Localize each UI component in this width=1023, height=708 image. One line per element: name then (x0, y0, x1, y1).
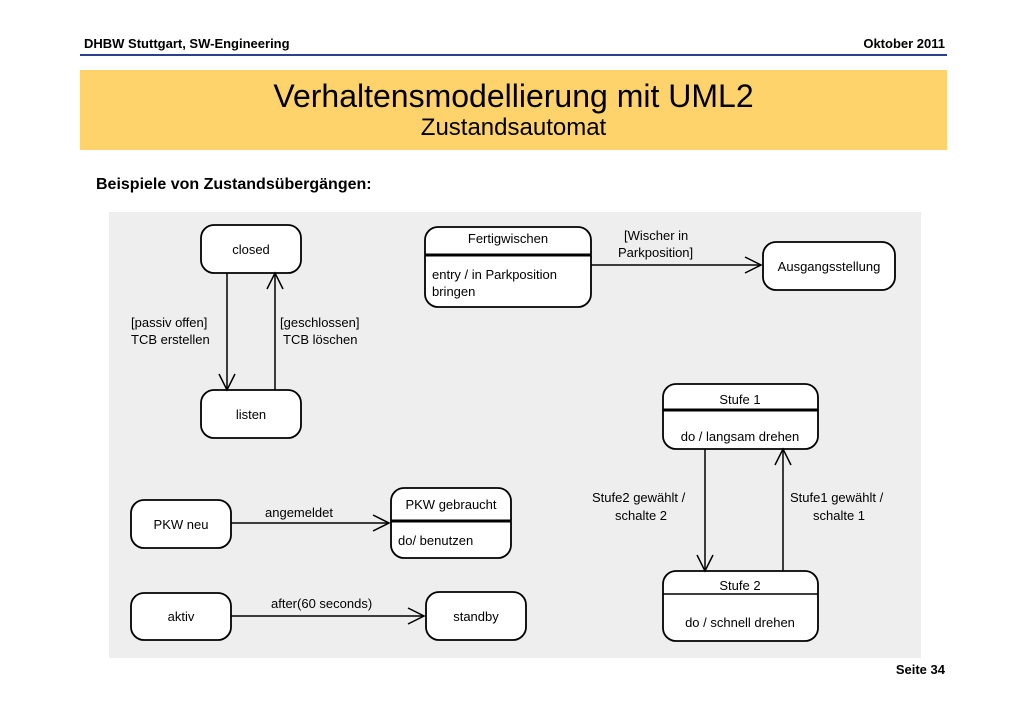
label-stufe2-gewaehlt: Stufe2 gewählt / (592, 490, 686, 505)
arrowhead-right-icon (407, 607, 426, 625)
arrowhead-right-icon (372, 514, 391, 532)
state-diagram: closed listen [passiv offen] TCB erstell… (109, 212, 921, 658)
state-diagram-svg: closed listen [passiv offen] TCB erstell… (130, 224, 896, 642)
label-passiv-offen: [passiv offen] (131, 315, 207, 330)
header-left: DHBW Stuttgart, SW-Engineering (84, 36, 290, 51)
state-stufe1 (662, 383, 819, 450)
state-listen-label: listen (236, 407, 266, 422)
arrowhead-up-icon (266, 271, 284, 290)
header-rule (80, 54, 947, 56)
state-stufe2 (662, 570, 819, 642)
state-closed (200, 224, 302, 274)
state-ausgangsstellung (762, 241, 896, 291)
label-geschlossen: [geschlossen] (280, 315, 360, 330)
header-right: Oktober 2011 (863, 36, 945, 51)
state-listen (200, 389, 302, 439)
state-stufe2-activity: do / schnell drehen (685, 615, 795, 630)
state-pkw-gebraucht-activity: do/ benutzen (398, 533, 473, 548)
arrowhead-right-icon (744, 256, 763, 274)
label-stufe1-gewaehlt: Stufe1 gewählt / (790, 490, 884, 505)
label-schalte-2: schalte 2 (615, 508, 667, 523)
state-stufe1-activity: do / langsam drehen (681, 429, 800, 444)
state-fertigwischen-label: Fertigwischen (468, 231, 548, 246)
state-pkw-neu-label: PKW neu (154, 517, 209, 532)
arrowhead-down-icon (696, 554, 714, 573)
page-subtitle: Zustandsautomat (420, 114, 607, 141)
state-stufe1-label: Stufe 1 (719, 392, 760, 407)
label-tcb-loeschen: TCB löschen (283, 332, 357, 347)
state-standby-label: standby (453, 609, 499, 624)
label-parkposition: Parkposition] (618, 245, 693, 260)
label-after-60-seconds: after(60 seconds) (271, 596, 372, 611)
page-number: Seite 34 (895, 662, 945, 677)
state-stufe2-label: Stufe 2 (719, 578, 760, 593)
title-band: Verhaltensmodellierung mit UML2 Zustands… (80, 70, 947, 150)
label-schalte-1: schalte 1 (813, 508, 865, 523)
state-standby (425, 591, 527, 641)
state-pkw-gebraucht-label: PKW gebraucht (405, 497, 496, 512)
state-aktiv-label: aktiv (168, 609, 195, 624)
state-fertigwischen-activity-1: entry / in Parkposition (432, 267, 557, 282)
page-title: Verhaltensmodellierung mit UML2 (273, 78, 754, 114)
label-angemeldet: angemeldet (265, 505, 333, 520)
arrowhead-down-icon (218, 373, 236, 392)
state-fertigwischen-activity-2: bringen (432, 284, 475, 299)
section-heading: Beispiele von Zustandsübergängen: (96, 176, 372, 193)
label-tcb-erstellen: TCB erstellen (131, 332, 210, 347)
state-closed-label: closed (232, 242, 270, 257)
state-ausgangsstellung-label: Ausgangsstellung (778, 259, 881, 274)
state-pkw-gebraucht (390, 487, 512, 559)
label-wischer-in: [Wischer in (624, 228, 688, 243)
state-pkw-neu (130, 499, 232, 549)
state-fertigwischen (424, 226, 592, 308)
arrowhead-up-icon (774, 447, 792, 466)
